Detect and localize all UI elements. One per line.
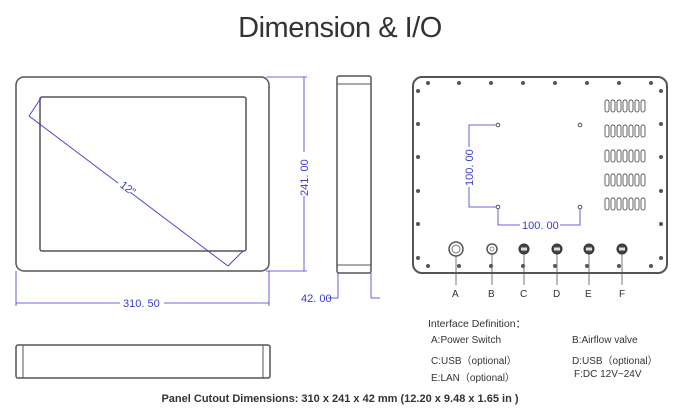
front-view: 12" 241. 00 310. 50 <box>15 76 311 310</box>
port-letter-a: A <box>452 289 459 300</box>
port-f-dc-power <box>616 243 628 285</box>
port-c-usb <box>518 243 530 285</box>
interface-item-a: A:Power Switch <box>431 335 502 346</box>
port-letter-f: F <box>619 289 625 300</box>
interface-item-d: D:USB（optional） <box>572 356 658 367</box>
port-d-usb <box>551 243 563 285</box>
vent-slots <box>604 99 646 211</box>
vesa-horizontal-label: 100. 00 <box>522 220 559 232</box>
side-view: 42. 00 <box>301 75 380 305</box>
port-letter-c: C <box>520 289 527 300</box>
depth-label: 42. 00 <box>301 293 332 305</box>
page-title: Dimension & I/O <box>238 12 442 44</box>
port-letter-d: D <box>553 289 560 300</box>
interface-item-c: C:USB（optional） <box>431 356 517 367</box>
port-a-power-switch <box>448 241 464 285</box>
height-label: 241. 00 <box>299 159 311 196</box>
port-letter-b: B <box>488 289 495 300</box>
interface-item-b: B:Airflow valve <box>572 335 638 346</box>
interface-item-f: F:DC 12V~24V <box>574 369 642 380</box>
interface-item-e: E:LAN（optional） <box>431 373 515 384</box>
vesa-vertical-label: 100. 00 <box>464 149 476 186</box>
rear-view: 100. 00 100. 00 <box>412 76 668 300</box>
port-letter-e: E <box>585 289 592 300</box>
port-b-airflow-valve <box>486 243 498 285</box>
bottom-view <box>15 344 271 379</box>
interface-definition-heading: Interface Definition： <box>428 318 527 330</box>
port-e-lan <box>583 243 595 285</box>
width-label: 310. 50 <box>123 298 160 310</box>
panel-cutout-caption: Panel Cutout Dimensions: 310 x 241 x 42 … <box>161 393 519 405</box>
